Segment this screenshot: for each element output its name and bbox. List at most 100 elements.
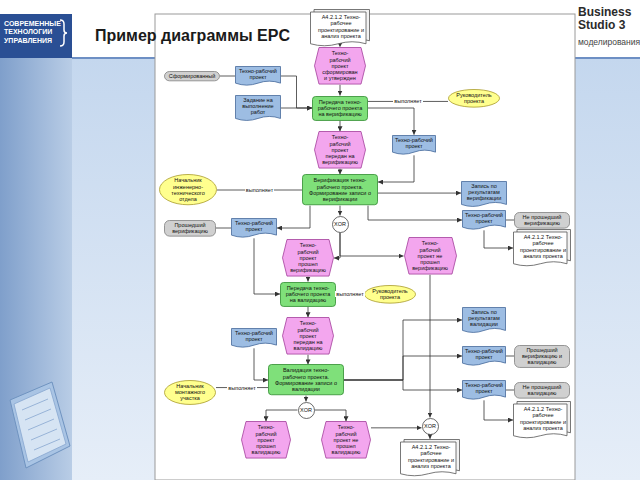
logo-box: [0, 14, 72, 58]
flow-connector: [315, 410, 347, 421]
book-icon: [10, 382, 70, 468]
node-text: Техно-рабочий проект: [234, 330, 274, 343]
slide-title: Пример диаграммы EPC: [95, 27, 290, 45]
xor-connector: XOR: [298, 402, 315, 419]
role-ellipse: Руководитель проекта: [448, 89, 500, 108]
flow-connector: [371, 427, 422, 428]
flow-connector: [484, 230, 513, 248]
node-text: Валидация техно-рабочего проекта. Формир…: [272, 367, 340, 392]
node-text: Начальник инженерно-технического отдела: [167, 177, 209, 202]
logo-brace: [60, 20, 67, 46]
flow-connector: [334, 233, 340, 259]
flow-connector: [254, 348, 268, 380]
diagram-panel: [155, 14, 575, 480]
flow-connector: [220, 76, 235, 77]
flow-connector: [308, 277, 309, 282]
flow-connector: [340, 169, 341, 175]
status-box: Не прошедший валидацию: [514, 382, 570, 399]
node-text: Передача техно-рабочего проекта на валид…: [284, 285, 332, 304]
document-shape: Запись по результатам валидации: [462, 307, 506, 334]
document-shape: Техно-рабочий проект: [462, 346, 506, 367]
event-hexagon: Техно-рабочий проект прошел валидацию: [241, 421, 291, 459]
event-hexagon: Техно-рабочий проект не прошел валидацию: [321, 421, 371, 459]
flow-connector: [340, 120, 341, 131]
flow-connector: [266, 410, 298, 421]
flow-connector: [340, 206, 341, 216]
edge-label: выполняет: [245, 187, 274, 193]
flow-connector: [216, 228, 231, 229]
node-text: Не прошедший валидацию: [518, 384, 566, 397]
node-text: Техно-рабочий проект: [395, 137, 433, 150]
status-box: Сформированный: [164, 71, 220, 81]
event-hexagon: Техно-рабочий проект прошел верификацию: [282, 239, 334, 277]
event-hexagon: Техно-рабочий проект сформирован и утвер…: [314, 47, 366, 85]
logo-caption: моделирования: [578, 38, 638, 47]
product-logo: Business Studio 3: [578, 6, 638, 31]
role-ellipse: Руководитель проекта: [364, 285, 416, 304]
node-text: Техно-рабочий проект сформирован и утвер…: [322, 50, 358, 82]
node-text: А4.2.1.2 Техно-рабочее проектирование и …: [519, 234, 567, 259]
side-strip: [0, 58, 72, 480]
document-shape: Техно-рабочий проект: [235, 66, 281, 87]
node-text: Запись по результатам верификации: [464, 183, 504, 202]
event-hexagon: Техно-рабочий проект не прошел верификац…: [404, 237, 457, 275]
flow-connector: [430, 435, 431, 439]
function-box: Валидация техно-рабочего проекта. Формир…: [268, 364, 344, 395]
node-text: Техно-рабочий проект: [234, 220, 274, 233]
edge-label: выполняет: [335, 291, 364, 297]
node-text: XOR: [300, 407, 312, 413]
flow-connector: [430, 275, 431, 418]
node-text: Техно-рабочий проект прошел верификацию: [290, 242, 326, 274]
process-interface: А4.2.1.2 Техно-рабочее проектирование и …: [310, 9, 370, 47]
flow-connector: [344, 320, 462, 380]
process-interface: А4.2.1.2 Техно-рабочее проектирование и …: [513, 401, 571, 439]
role-ellipse: Начальник монтажного участка: [164, 380, 216, 405]
status-box: Прошедший верификацию: [164, 220, 216, 237]
document-shape: Техно-рабочий проект: [231, 218, 277, 239]
xor-connector: XOR: [332, 216, 349, 233]
node-text: XOR: [424, 423, 436, 429]
status-box: Прошедший верификацию и валидацию: [514, 345, 570, 368]
document-shape: Техно-рабочий проект: [392, 135, 436, 156]
event-hexagon: Техно-рабочий проект передан на верифика…: [314, 131, 366, 169]
logo-text: СОВРЕМЕННЫЕ ТЕХНОЛОГИИ УПРАВЛЕНИЯ: [4, 20, 62, 45]
role-ellipse: Начальник инженерно-технического отдела: [159, 174, 217, 205]
process-interface: А4.2.1.2 Техно-рабочее проектирование и …: [400, 439, 460, 477]
flow-connector: [506, 356, 514, 357]
node-text: А4.2.1.2 Техно-рабочее проектирование и …: [316, 14, 366, 39]
node-text: XOR: [334, 221, 346, 227]
flow-connector: [277, 206, 310, 228]
flow-connector: [340, 85, 341, 96]
flow-connector: [378, 193, 461, 194]
flow-connector: [484, 400, 513, 420]
node-text: Передача техно-рабочего проекта на вериф…: [316, 99, 364, 118]
document-shape: Техно-рабочий проект: [231, 328, 277, 349]
node-text: Техно-рабочий проект не прошел верификац…: [412, 240, 449, 272]
node-text: Задание на выполнение работ: [238, 97, 278, 116]
edge-label: выполняет: [393, 98, 422, 104]
node-text: Техно-рабочий проект: [465, 348, 503, 361]
node-text: Техно-рабочий проект: [465, 382, 503, 395]
node-text: Не прошедший верификацию: [518, 214, 566, 227]
function-box: Верификация техно-рабочего проекта. Форм…: [302, 174, 378, 205]
flow-connector: [344, 356, 462, 380]
edge-label: выполняет: [227, 385, 256, 391]
node-text: Техно-рабочий проект: [238, 68, 278, 81]
node-text: А4.2.1.2 Техно-рабочее проектирование и …: [406, 444, 456, 469]
flow-connector: [254, 238, 280, 294]
flow-connector: [308, 355, 309, 365]
node-text: Техно-рабочий проект передан на верифика…: [322, 134, 358, 166]
flow-connector: [281, 108, 312, 109]
node-text: А4.2.1.2 Техно-рабочее проектирование и …: [519, 406, 567, 431]
function-box: Передача техно-рабочего проекта на вериф…: [312, 96, 368, 121]
document-shape: Техно-рабочий проект: [462, 380, 506, 401]
node-text: Техно-рабочий проект прошел валидацию: [249, 424, 283, 456]
flow-connector: [281, 76, 312, 108]
process-interface: А4.2.1.2 Техно-рабочее проектирование и …: [513, 229, 571, 267]
flow-connector: [306, 396, 307, 402]
node-text: Техно-рабочий проект: [465, 212, 503, 225]
flow-connector: [506, 390, 514, 391]
xor-connector: XOR: [422, 418, 439, 435]
node-text: Начальник монтажного участка: [172, 383, 208, 402]
node-text: Прошедший верификацию и валидацию: [518, 347, 566, 366]
